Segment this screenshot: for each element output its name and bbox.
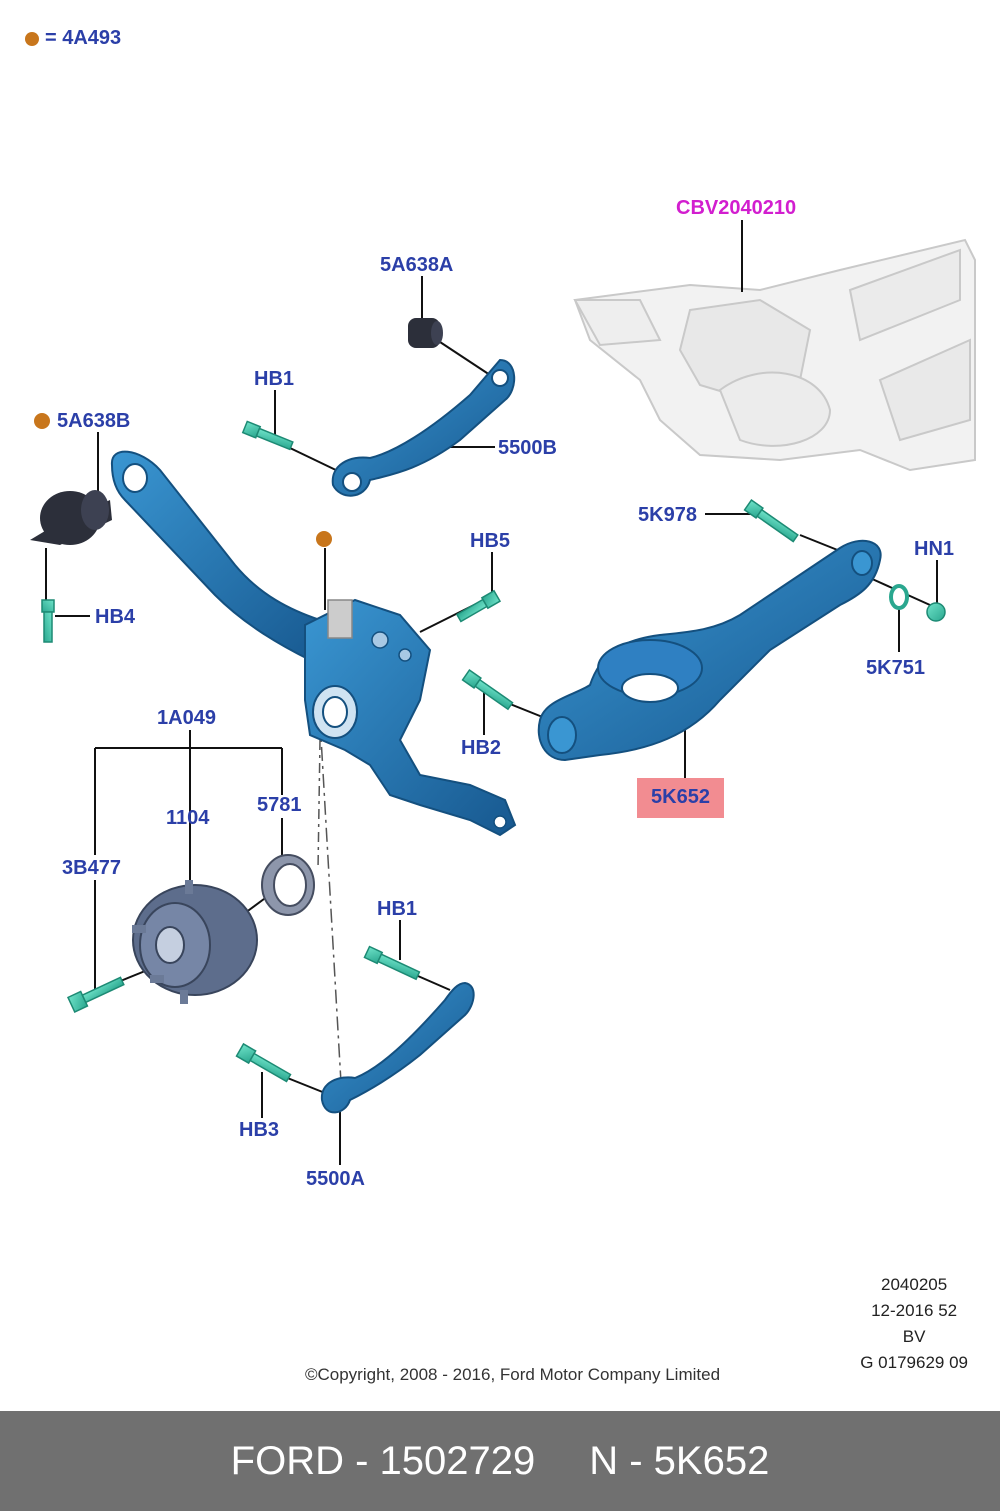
footer-ref-number: N - 5K652 xyxy=(589,1438,770,1483)
label-1104: 1104 xyxy=(166,807,210,829)
label-5500b: 5500B xyxy=(498,437,557,459)
meta-line-3: BV xyxy=(902,1327,926,1346)
label-5k652-highlight: 5K652 xyxy=(637,778,724,818)
label-cbv2040210: CBV2040210 xyxy=(676,197,797,219)
meta-line-4: G 0179629 09 xyxy=(860,1353,968,1372)
upper-arm-5500b xyxy=(331,358,516,497)
bolt-hb1-bottom xyxy=(363,945,421,981)
label-hb5: HB5 xyxy=(470,530,511,552)
parts-diagram xyxy=(30,220,976,1165)
diagram-meta: 2040205 12-2016 52 BV G 0179629 09 xyxy=(860,1272,968,1376)
washer-5k751 xyxy=(889,584,909,610)
label-hb1-bottom: HB1 xyxy=(377,898,418,920)
bolt-hb5 xyxy=(455,589,502,623)
label-3b477: 3B477 xyxy=(62,857,121,879)
bolt-hb1-top xyxy=(241,420,294,451)
bushing-5a638a xyxy=(408,318,443,348)
upper-arm-hole xyxy=(491,369,509,387)
marker-dot-knuckle xyxy=(316,531,332,547)
bushing-5a638b xyxy=(30,490,112,545)
label-5k751: 5K751 xyxy=(866,657,925,679)
legend-text: = 4A493 xyxy=(45,27,122,49)
footer-bar: FORD - 1502729 N - 5K652 xyxy=(0,1411,1000,1511)
wheel-hub-1104 xyxy=(132,880,258,1004)
upper-arm-hole-2 xyxy=(342,472,362,492)
label-5a638a: 5A638A xyxy=(380,254,454,276)
label-hn1: HN1 xyxy=(914,538,955,560)
label-hb1-top: HB1 xyxy=(254,368,295,390)
bolt-hb4 xyxy=(41,599,55,643)
lower-arm-5500a xyxy=(320,981,475,1114)
bolt-3b477 xyxy=(66,976,125,1013)
bolts xyxy=(41,420,946,1083)
front-arm-eye xyxy=(122,463,148,493)
legend: = 4A493 xyxy=(25,27,121,50)
marker-dot-5a638b xyxy=(34,413,50,429)
label-5500a: 5500A xyxy=(306,1168,365,1190)
label-5781: 5781 xyxy=(257,794,302,816)
label-5a638b: 5A638B xyxy=(57,410,131,432)
meta-line-2: 12-2016 52 xyxy=(871,1301,958,1320)
axis-centerline xyxy=(319,719,343,1101)
legend-dot xyxy=(25,31,39,46)
bolt-5k978 xyxy=(743,499,799,543)
footer-part-number: FORD - 1502729 xyxy=(230,1438,536,1483)
copyright-text: ©Copyright, 2008 - 2016, Ford Motor Comp… xyxy=(304,1365,721,1384)
bearing-5781 xyxy=(261,854,315,916)
label-hb4: HB4 xyxy=(95,606,136,628)
bolt-hb3 xyxy=(235,1042,292,1083)
knuckle xyxy=(304,598,517,837)
axis-centerline-2 xyxy=(317,739,321,871)
subframe-ghost xyxy=(573,238,976,472)
label-hb3: HB3 xyxy=(239,1119,280,1141)
nut-hn1 xyxy=(926,602,946,622)
label-1a049: 1A049 xyxy=(157,707,216,729)
bolt-hb2 xyxy=(461,669,514,711)
lower-arm-5k652 xyxy=(537,539,882,762)
meta-line-1: 2040205 xyxy=(881,1275,948,1294)
label-5k978: 5K978 xyxy=(638,504,697,526)
label-hb2: HB2 xyxy=(461,737,502,759)
